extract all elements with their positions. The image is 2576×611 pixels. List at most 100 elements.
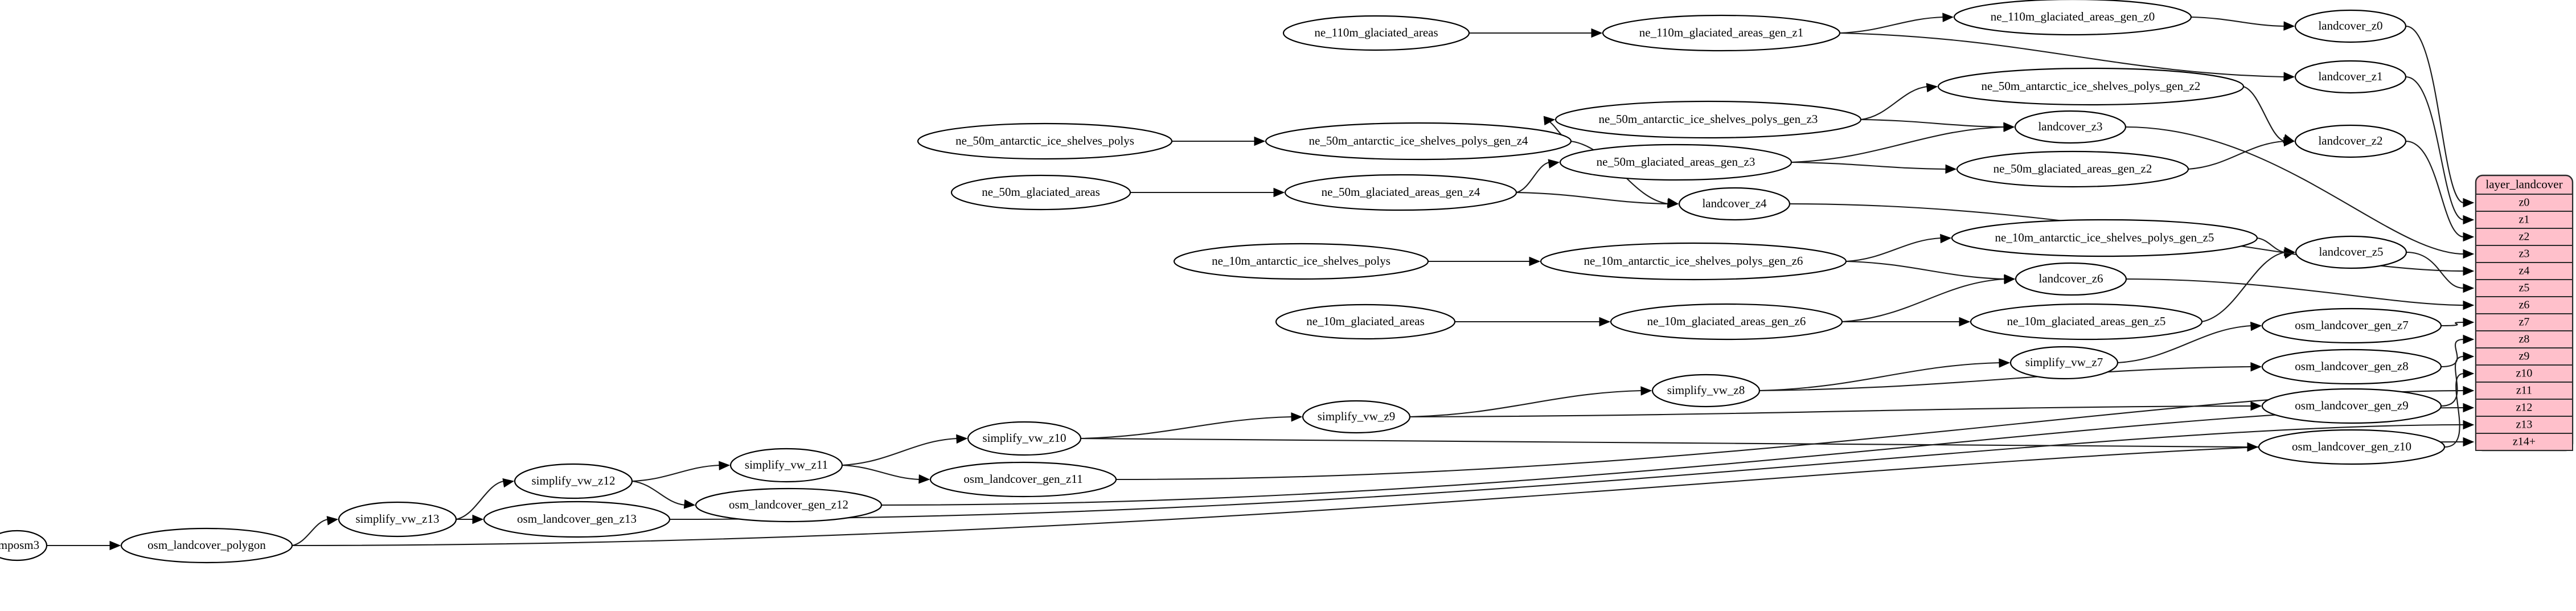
node-label: ne_50m_glaciated_areas_gen_z4 xyxy=(1322,185,1480,199)
graph-node-simplify_vw_z12[interactable]: simplify_vw_z12 xyxy=(514,463,633,499)
node-ellipse xyxy=(1956,150,2189,188)
graph-node-ne_10m_glaciated_areas_gen_z6[interactable]: ne_10m_glaciated_areas_gen_z6 xyxy=(1610,303,1843,341)
record-row-z6[interactable] xyxy=(2475,296,2573,314)
node-label: landcover_z4 xyxy=(1702,196,1767,210)
graph-node-ne_50m_antarctic_ice_shelves_polys_gen_z3[interactable]: ne_50m_antarctic_ice_shelves_polys_gen_z… xyxy=(1554,100,1862,139)
node-ellipse xyxy=(1282,15,1470,51)
record-node-layer-landcover[interactable]: layer_landcoverz0z1z2z3z4z5z6z7z8z9z10z1… xyxy=(2475,174,2574,452)
node-label: landcover_z0 xyxy=(2318,19,2382,32)
edge-arrowhead xyxy=(502,478,515,488)
node-label: simplify_vw_z7 xyxy=(2025,355,2103,369)
node-ellipse xyxy=(1284,174,1517,211)
graph-node-osm_landcover_gen_z9[interactable]: osm_landcover_gen_z9 xyxy=(2261,388,2442,424)
graph-node-ne_50m_glaciated_areas_gen_z4[interactable]: ne_50m_glaciated_areas_gen_z4 xyxy=(1284,174,1517,211)
graph-node-landcover_z0[interactable]: landcover_z0 xyxy=(2294,9,2407,43)
graph-node-osm_landcover_gen_z8[interactable]: osm_landcover_gen_z8 xyxy=(2261,348,2442,385)
node-label: ne_50m_antarctic_ice_shelves_polys_gen_z… xyxy=(1599,112,1818,126)
graph-node-landcover_z3[interactable]: landcover_z3 xyxy=(2014,110,2127,144)
graph-node-osm_landcover_gen_z10[interactable]: osm_landcover_gen_z10 xyxy=(2258,429,2446,465)
node-label: ne_50m_antarctic_ice_shelves_polys xyxy=(955,134,1134,147)
record-row-z2[interactable] xyxy=(2475,228,2573,246)
node-ellipse xyxy=(1678,187,1791,221)
record-row-label-z12: z12 xyxy=(2516,401,2533,414)
node-label: osm_landcover_polygon xyxy=(147,538,266,552)
record-row-z9[interactable] xyxy=(2475,347,2573,366)
graph-node-landcover_z4[interactable]: landcover_z4 xyxy=(1678,187,1791,221)
graph-node-landcover_z2[interactable]: landcover_z2 xyxy=(2294,124,2407,158)
record-row-z5[interactable] xyxy=(2475,279,2573,297)
graph-node-ne_50m_antarctic_ice_shelves_polys_gen_z4[interactable]: ne_50m_antarctic_ice_shelves_polys_gen_z… xyxy=(1265,122,1572,161)
graph-node-ne_50m_glaciated_areas_gen_z3[interactable]: ne_50m_glaciated_areas_gen_z3 xyxy=(1559,143,1792,181)
graph-node-ne_50m_glaciated_areas[interactable]: ne_50m_glaciated_areas xyxy=(950,174,1131,211)
graph-node-landcover_z6[interactable]: landcover_z6 xyxy=(2015,262,2127,296)
graph-node-simplify_vw_z13[interactable]: simplify_vw_z13 xyxy=(338,501,457,538)
node-ellipse xyxy=(2261,388,2442,424)
edge-arrowhead xyxy=(956,434,968,444)
node-label: simplify_vw_z10 xyxy=(983,431,1067,445)
graph-node-ne_50m_antarctic_ice_shelves_polys[interactable]: ne_50m_antarctic_ice_shelves_polys xyxy=(917,122,1173,160)
node-label: ne_110m_glaciated_areas_gen_z0 xyxy=(1991,10,2155,23)
graph-node-simplify_vw_z10[interactable]: simplify_vw_z10 xyxy=(967,421,1082,456)
graph-node-imposm3[interactable]: imposm3 xyxy=(0,530,48,561)
record-row-z1[interactable] xyxy=(2475,211,2573,229)
edge-arrowhead xyxy=(2463,198,2475,208)
record-row-z11[interactable] xyxy=(2475,382,2573,400)
graph-node-landcover_z1[interactable]: landcover_z1 xyxy=(2294,60,2407,94)
edge-simplify_vw_z8--to--simplify_vw_z7 xyxy=(1759,362,2000,392)
graph-node-simplify_vw_z9[interactable]: simplify_vw_z9 xyxy=(1302,400,1411,434)
record-row-z8[interactable] xyxy=(2475,330,2573,348)
record-row-z7[interactable] xyxy=(2475,313,2573,331)
graph-node-osm_landcover_gen_z13[interactable]: osm_landcover_gen_z13 xyxy=(483,501,671,538)
node-label: ne_50m_antarctic_ice_shelves_polys_gen_z… xyxy=(1982,79,2201,93)
node-label: simplify_vw_z11 xyxy=(745,458,828,471)
edge-ne_50m_glaciated_areas_gen_z4--to--landcover_z4 xyxy=(1516,191,1669,205)
graph-node-ne_110m_glaciated_areas_gen_z0[interactable]: ne_110m_glaciated_areas_gen_z0 xyxy=(1953,0,2192,36)
edge-ne_110m_glaciated_areas_gen_z1--to--landcover_z1 xyxy=(1839,32,2285,78)
graph-node-landcover_z5[interactable]: landcover_z5 xyxy=(2295,235,2407,269)
node-ellipse xyxy=(2294,124,2407,158)
graph-node-ne_10m_antarctic_ice_shelves_polys[interactable]: ne_10m_antarctic_ice_shelves_polys xyxy=(1173,243,1429,280)
edge-arrowhead xyxy=(1942,13,1954,22)
record-row-z13[interactable] xyxy=(2475,416,2573,434)
graph-node-osm_landcover_gen_z12[interactable]: osm_landcover_gen_z12 xyxy=(695,487,883,523)
edge-ne_10m_antarctic_ice_shelves_polys_gen_z6--to--landcover_z6 xyxy=(1845,260,2005,280)
graph-node-ne_10m_glaciated_areas[interactable]: ne_10m_glaciated_areas xyxy=(1275,304,1456,340)
graph-node-ne_50m_antarctic_ice_shelves_polys_gen_z2[interactable]: ne_50m_antarctic_ice_shelves_polys_gen_z… xyxy=(1937,67,2245,106)
record-row-label-z10: z10 xyxy=(2516,367,2533,380)
graph-node-simplify_vw_z8[interactable]: simplify_vw_z8 xyxy=(1651,374,1761,408)
graph-node-ne_10m_antarctic_ice_shelves_polys_gen_z6[interactable]: ne_10m_antarctic_ice_shelves_polys_gen_z… xyxy=(1540,242,1847,281)
record-row-z14p[interactable] xyxy=(2475,433,2573,451)
edge-arrowhead xyxy=(1999,358,2011,368)
graph-node-osm_landcover_gen_z11[interactable]: osm_landcover_gen_z11 xyxy=(929,461,1117,498)
edge-simplify_vw_z11--to--simplify_vw_z10 xyxy=(842,437,958,466)
edge-ne_110m_glaciated_areas_gen_z1--to--ne_110m_glaciated_areas_gen_z0 xyxy=(1839,16,1944,34)
graph-node-osm_landcover_polygon[interactable]: osm_landcover_polygon xyxy=(120,527,293,564)
node-ellipse xyxy=(2261,307,2442,344)
graph-node-ne_50m_glaciated_areas_gen_z2[interactable]: ne_50m_glaciated_areas_gen_z2 xyxy=(1956,150,2189,188)
edge-osm_landcover_gen_z9--to--layer_landcover-z9 xyxy=(2440,355,2464,407)
edge-arrowhead xyxy=(2463,300,2475,310)
record-row-z3[interactable] xyxy=(2475,245,2573,263)
node-ellipse xyxy=(1970,303,2203,341)
graph-node-simplify_vw_z7[interactable]: simplify_vw_z7 xyxy=(2009,346,2119,380)
edge-arrowhead xyxy=(2463,215,2475,225)
edge-osm_landcover_polygon--to--layer_landcover-z14p xyxy=(292,441,2464,547)
edge-ne_50m_antarctic_ice_shelves_polys_gen_z3--to--ne_50m_antarctic_ice_shelves_polys_gen_z2 xyxy=(1860,85,1928,121)
edge-arrowhead xyxy=(2463,386,2475,396)
edge-ne_50m_glaciated_areas_gen_z4--to--ne_50m_glaciated_areas_gen_z3 xyxy=(1516,161,1550,194)
node-ellipse xyxy=(929,461,1117,498)
graph-node-ne_110m_glaciated_areas_gen_z1[interactable]: ne_110m_glaciated_areas_gen_z1 xyxy=(1602,14,1841,52)
graph-node-ne_10m_glaciated_areas_gen_z5[interactable]: ne_10m_glaciated_areas_gen_z5 xyxy=(1970,303,2203,341)
graph-node-ne_110m_glaciated_areas[interactable]: ne_110m_glaciated_areas xyxy=(1282,15,1470,51)
node-label: osm_landcover_gen_z11 xyxy=(963,472,1082,486)
node-label: ne_10m_glaciated_areas_gen_z6 xyxy=(1647,314,1806,328)
record-title: layer_landcover xyxy=(2485,177,2562,191)
edge-arrowhead xyxy=(2283,247,2296,257)
node-label: landcover_z6 xyxy=(2038,272,2103,285)
edge-simplify_vw_z8--to--osm_landcover_gen_z8 xyxy=(1759,366,2252,392)
graph-node-osm_landcover_gen_z7[interactable]: osm_landcover_gen_z7 xyxy=(2261,307,2442,344)
graph-node-simplify_vw_z11[interactable]: simplify_vw_z11 xyxy=(729,448,843,483)
edge-simplify_vw_z7--to--osm_landcover_gen_z7 xyxy=(2117,325,2252,364)
graph-node-ne_10m_antarctic_ice_shelves_polys_gen_z5[interactable]: ne_10m_antarctic_ice_shelves_polys_gen_z… xyxy=(1951,219,2258,257)
